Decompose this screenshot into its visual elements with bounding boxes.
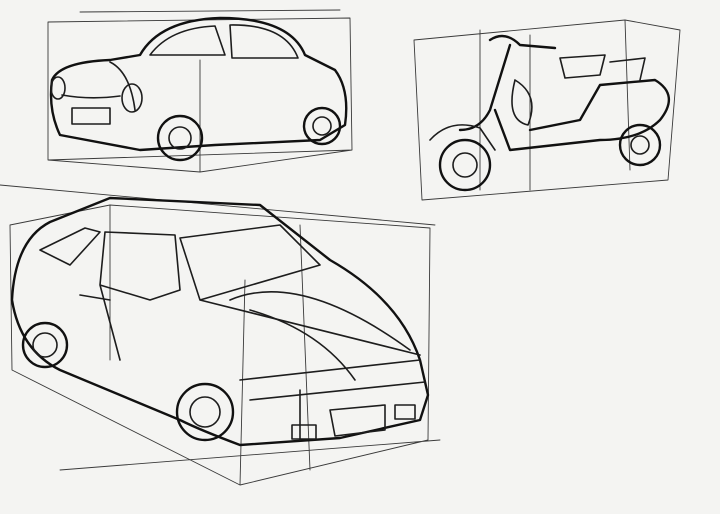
vintage-car-sketch [47, 9, 353, 173]
scooter-sketch [413, 19, 681, 201]
hatchback-car-sketch [0, 184, 441, 486]
